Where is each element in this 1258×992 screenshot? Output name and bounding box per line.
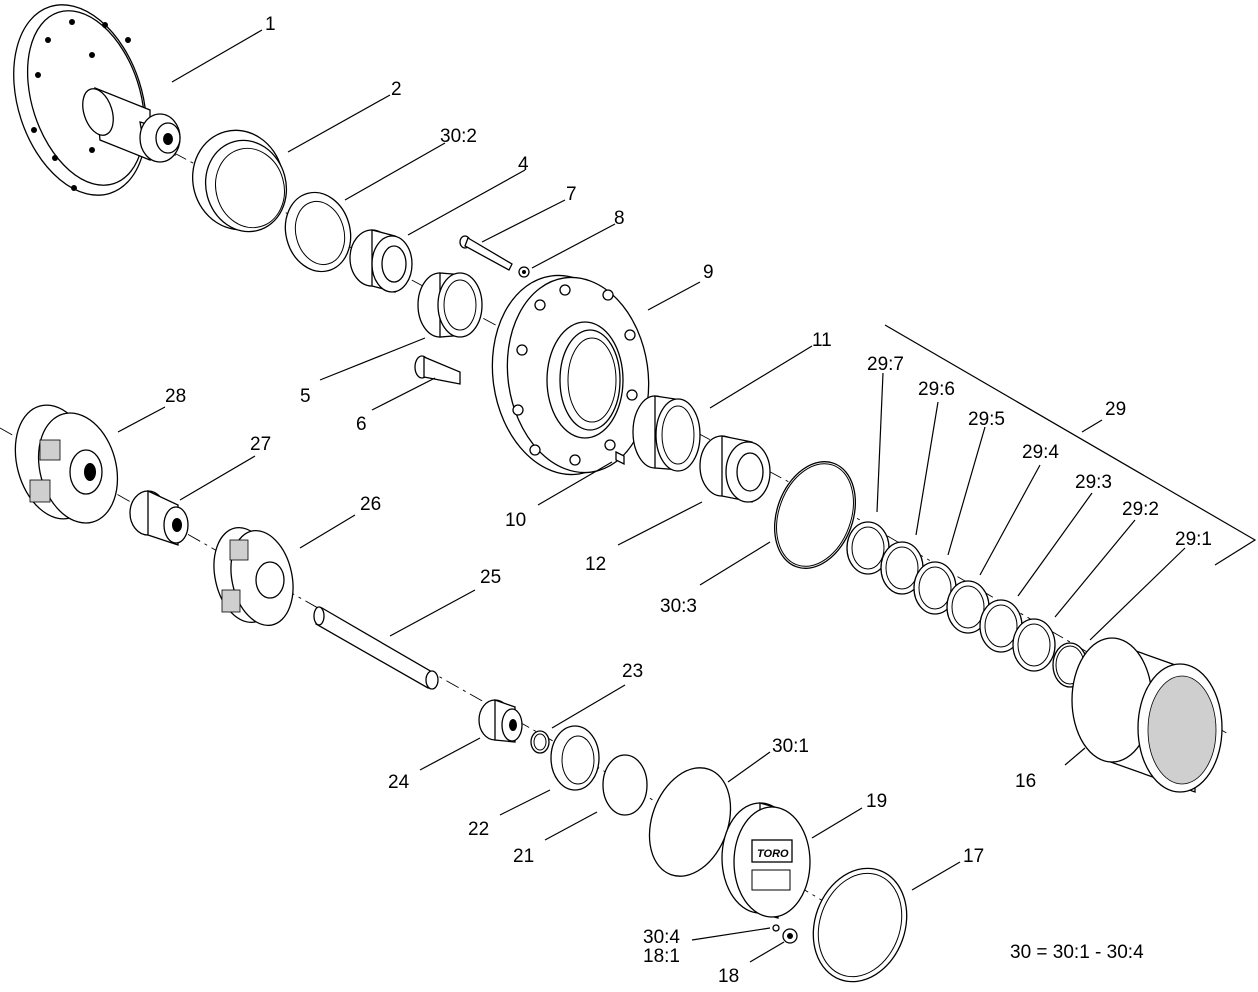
part-5-bearing-cup	[417, 272, 483, 338]
part-17-snap-ring	[812, 867, 908, 983]
label-29-2: 29:2	[1122, 499, 1159, 520]
label-19: 19	[866, 791, 887, 812]
label-25: 25	[480, 567, 501, 588]
label-28: 28	[165, 386, 186, 407]
label-21: 21	[513, 846, 534, 867]
label-18: 18	[718, 966, 739, 987]
part-24-gear	[478, 699, 523, 743]
label-29: 29	[1105, 399, 1126, 420]
label-17: 17	[963, 846, 984, 867]
part-30-3-o-ring	[773, 461, 857, 569]
label-7: 7	[566, 184, 577, 205]
part-28-planet-carrier	[14, 404, 119, 524]
label-18-1: 18:1	[643, 946, 680, 967]
label-8: 8	[614, 208, 625, 229]
label-29-6: 29:6	[918, 379, 955, 400]
part-27-sun-gear	[129, 489, 189, 546]
part-11-bearing-cup	[632, 395, 701, 472]
part-12-bearing	[699, 435, 771, 503]
label-29-4: 29:4	[1022, 442, 1059, 463]
part-7-bolt	[459, 235, 513, 271]
label-23: 23	[622, 661, 643, 682]
label-29-1: 29:1	[1175, 529, 1212, 550]
label-11: 11	[812, 330, 832, 351]
label-26: 26	[360, 494, 381, 515]
part-29-shim-rings	[846, 521, 1088, 688]
label-27: 27	[250, 434, 271, 455]
label-29-3: 29:3	[1075, 472, 1112, 493]
part-25-shaft	[313, 606, 439, 690]
part-1-flange-shaft	[13, 4, 181, 196]
label-12: 12	[585, 554, 606, 575]
part-30-2-washer	[284, 191, 352, 273]
part-21-disc	[602, 754, 648, 816]
label-6: 6	[356, 414, 367, 435]
label-2: 2	[391, 79, 402, 100]
label-30-1: 30:1	[772, 736, 809, 757]
label-1: 1	[265, 14, 276, 35]
legend-note: 30 = 30:1 - 30:4	[1010, 942, 1144, 963]
part-2-seal	[191, 129, 288, 233]
cover-logo: TORO	[757, 848, 789, 860]
part-10-dowel-pin	[615, 450, 625, 466]
part-8-nut	[518, 266, 530, 278]
part-16-ring-gear	[1071, 637, 1223, 793]
part-26-carrier	[213, 526, 294, 627]
leader-lines	[117, 29, 1257, 963]
label-10: 10	[505, 510, 526, 531]
part-9-hub	[491, 274, 650, 476]
label-4: 4	[518, 154, 529, 175]
callout-labels: 1 2 30:2 4 7 8 9 5 6 11 10 12 30:3 29 29…	[165, 14, 1212, 987]
part-6-stud	[414, 355, 461, 385]
part-23-retaining-ring	[530, 730, 550, 754]
part-19-cover: TORO	[721, 802, 811, 919]
label-5: 5	[300, 386, 311, 407]
label-29-7: 29:7	[867, 354, 904, 375]
part-4-bearing	[349, 229, 413, 293]
label-22: 22	[468, 819, 489, 840]
label-30-2: 30:2	[440, 126, 477, 147]
label-30-4: 30:4	[643, 927, 680, 948]
part-18-plug	[772, 924, 798, 944]
label-9: 9	[703, 262, 714, 283]
label-29-5: 29:5	[968, 409, 1005, 430]
part-22-thrust-washer	[550, 725, 600, 791]
label-24: 24	[388, 772, 410, 793]
label-16: 16	[1015, 771, 1036, 792]
label-30-3: 30:3	[660, 596, 697, 617]
